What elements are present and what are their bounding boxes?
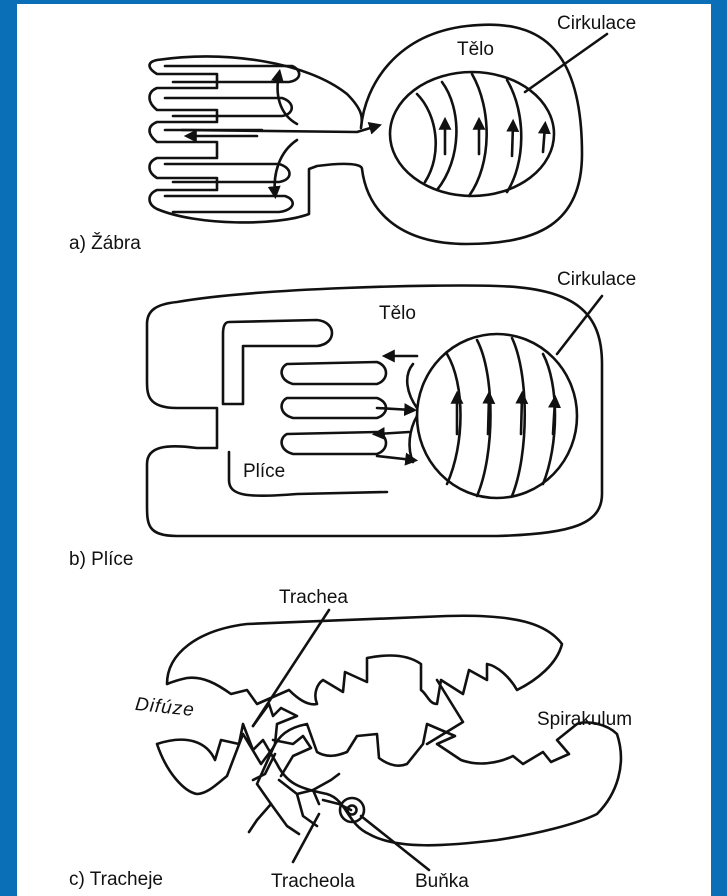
caption-b: b) Plíce [69, 550, 133, 569]
label-circ-b: Cirkulace [557, 270, 636, 289]
lung-diagram [147, 286, 602, 536]
gill-diagram [150, 25, 608, 244]
label-body-b: Tělo [379, 304, 416, 323]
caption-a: a) Žábra [69, 234, 141, 253]
lung-outer-outline [147, 286, 602, 536]
lung-flow-line-1 [447, 354, 461, 484]
lung-branch-down [410, 416, 417, 462]
lung-alveolus-2 [282, 398, 386, 418]
lung-flow-arrow-3 [521, 396, 522, 434]
label-spiracle: Spirakulum [537, 710, 632, 729]
trachea-diagram [157, 610, 621, 870]
label-lung: Plíce [243, 462, 285, 481]
tracheola-pointer [293, 814, 319, 862]
gill-flow-line-1 [417, 94, 436, 182]
lung-arrow-4 [377, 456, 413, 460]
gill-flow-line-4 [507, 80, 521, 192]
lung-branch-up [407, 364, 417, 408]
label-trachea: Trachea [279, 588, 348, 607]
label-cell: Buňka [415, 872, 469, 891]
lung-inner-outline [223, 320, 332, 404]
label-circ-a: Cirkulace [557, 14, 636, 33]
trachea-lower-shell [157, 722, 621, 845]
cell-pointer [361, 816, 429, 870]
trachea-pointer [253, 610, 329, 726]
gill-flow-arrow-3 [512, 124, 513, 156]
lung-alveolus-3 [282, 432, 386, 454]
gill-flow-line-2 [437, 82, 456, 190]
gill-body-sphere [390, 72, 554, 196]
lung-arrow-3 [377, 432, 409, 434]
caption-c: c) Tracheje [69, 870, 163, 889]
trachea-branch-1 [273, 736, 311, 776]
lung-flow-arrow-2 [488, 396, 489, 434]
gill-inner-filament-5 [165, 196, 293, 212]
gill-flow-arrow-4 [543, 126, 545, 152]
trachea-tracheole-5 [313, 774, 339, 790]
label-tracheola: Tracheola [271, 872, 355, 891]
trachea-tracheole-3 [249, 804, 271, 832]
trachea-upper-shell [167, 616, 562, 705]
gill-inner-filament-2 [165, 98, 292, 116]
lung-alveolus-1 [282, 362, 386, 384]
diagram-panel: Cirkulace Tělo a) Žábra Cirkulace Tělo P… [17, 4, 711, 896]
trachea-tracheole-4 [271, 804, 299, 834]
gill-circ-pointer [525, 34, 607, 92]
lung-arrow-2 [377, 408, 412, 410]
lung-flow-line-3 [512, 338, 525, 496]
label-body-a: Tělo [457, 40, 494, 59]
